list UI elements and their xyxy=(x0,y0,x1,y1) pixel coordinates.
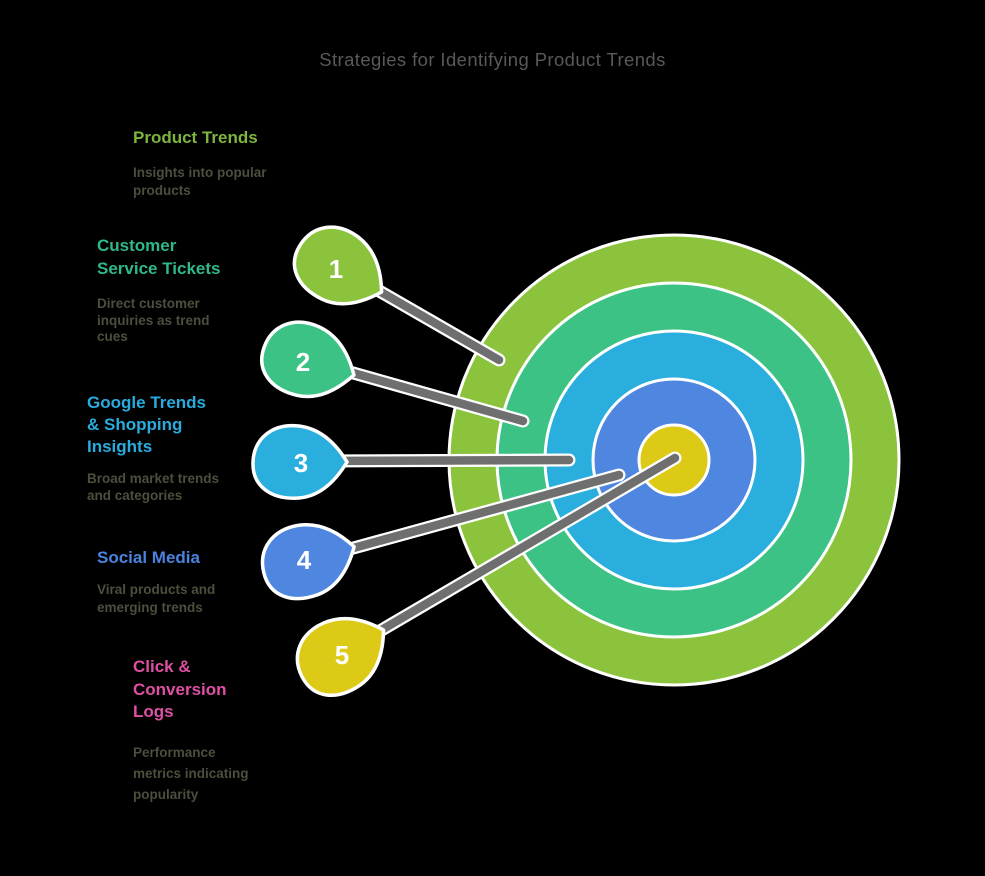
strategy-3-title: Google Trends & Shopping Insights xyxy=(87,393,207,456)
page-title: Strategies for Identifying Product Trend… xyxy=(319,49,666,70)
marker-2-number: 2 xyxy=(296,347,310,377)
marker-4-shape xyxy=(260,523,356,601)
strategy-4-title: Social Media xyxy=(97,548,200,567)
connector-line-3 xyxy=(313,455,574,466)
connector-line-5 xyxy=(351,453,680,650)
marker-5-number: 5 xyxy=(335,640,349,670)
marker-1-number: 1 xyxy=(329,254,343,284)
strategy-1-title: Product Trends xyxy=(133,128,258,147)
marker-5-shape xyxy=(295,616,386,697)
strategy-5-description: Performance metrics indicating popularit… xyxy=(133,744,249,802)
marker-3-number: 3 xyxy=(294,448,308,478)
strategy-3-label-block: Google Trends & Shopping Insights Broad … xyxy=(87,392,219,504)
strategy-2-description: Direct customer inquiries as trend cues xyxy=(97,296,210,344)
marker-4-number: 4 xyxy=(297,545,312,575)
marker-3-shape xyxy=(251,423,349,500)
connector-line-4 xyxy=(323,470,624,560)
strategy-4-label-block: Social Media Viral products and emerging… xyxy=(97,548,215,617)
strategy-2-title: Customer Service Tickets xyxy=(97,236,221,278)
strategy-3-description: Broad market trends and categories xyxy=(87,471,220,503)
strategy-1-label-block: Product Trends Insights into popular pro… xyxy=(133,128,267,200)
strategy-1-description: Insights into popular products xyxy=(133,165,267,198)
connector-line-2 xyxy=(320,360,528,426)
strategy-5-title: Click & Conversion Logs xyxy=(133,657,227,721)
marker-1-shape xyxy=(292,225,384,306)
strategy-2-label-block: Customer Service Tickets Direct customer… xyxy=(97,234,221,346)
marker-2-shape xyxy=(260,320,356,399)
strategy-4-description: Viral products and emerging trends xyxy=(97,582,216,615)
strategy-5-label-block: Click & Conversion Logs Performance metr… xyxy=(133,656,249,805)
